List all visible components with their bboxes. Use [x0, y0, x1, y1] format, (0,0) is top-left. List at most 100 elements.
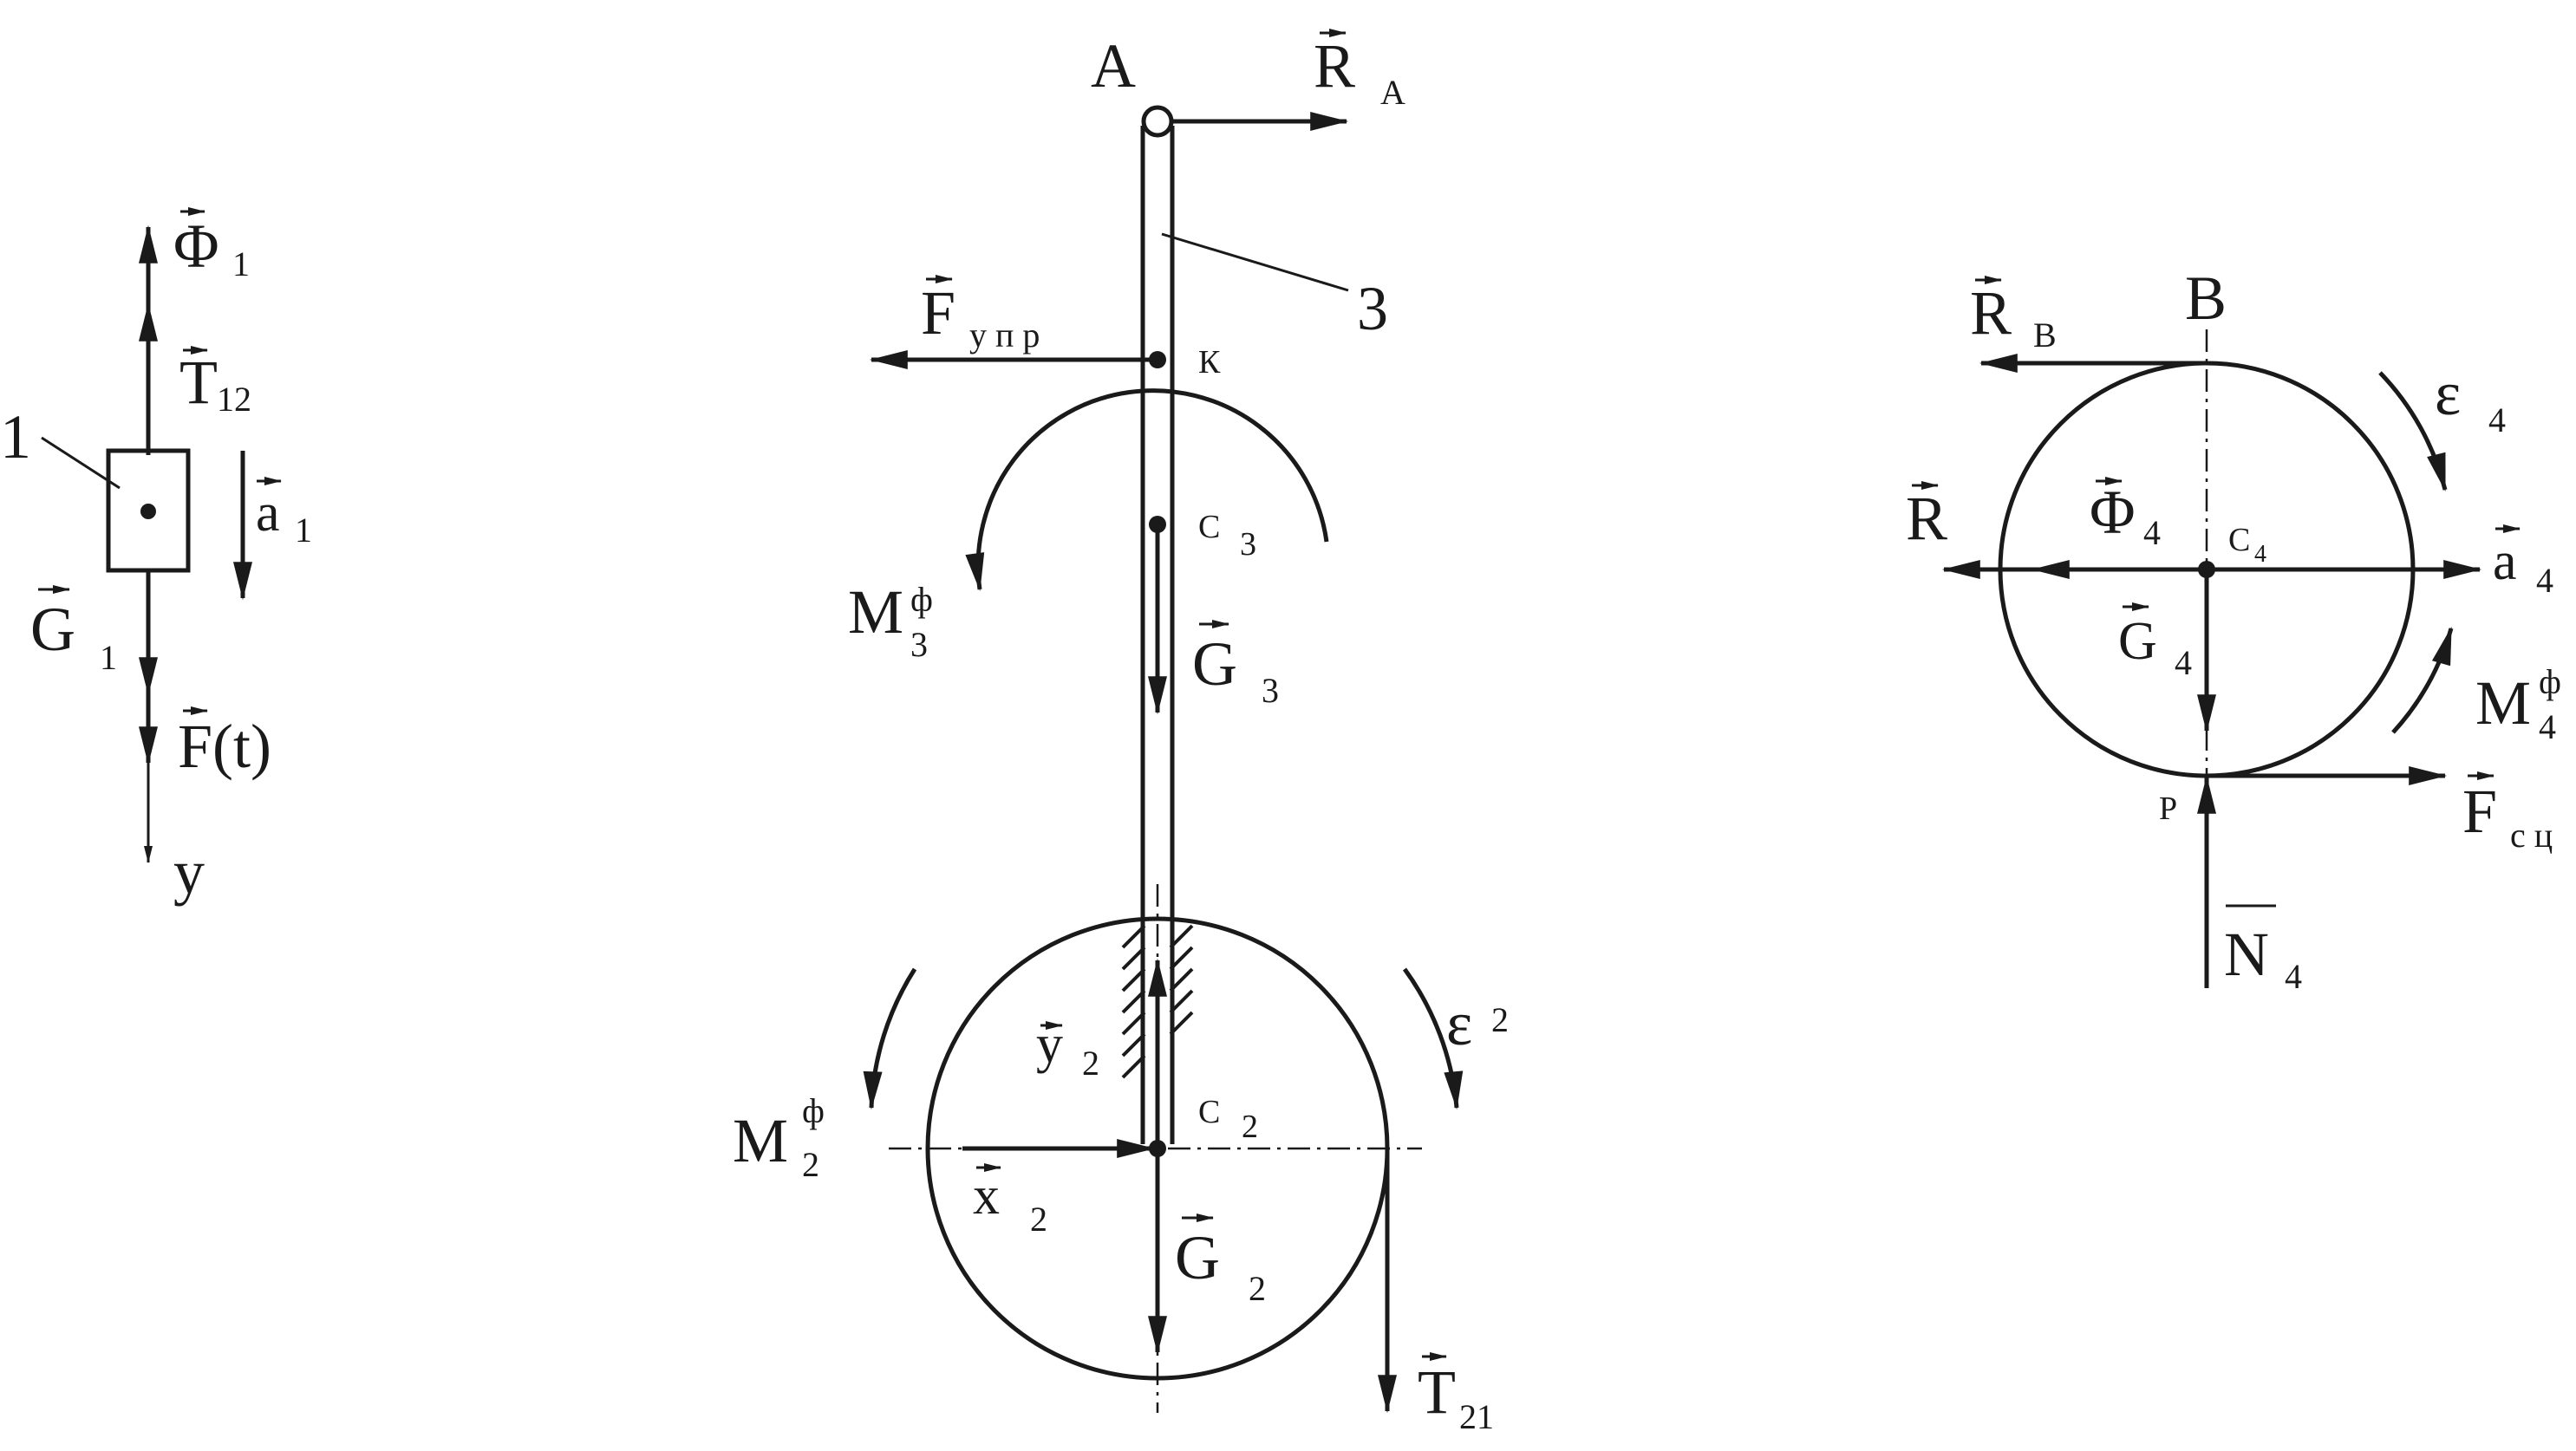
svg-text:ε: ε — [2435, 359, 2461, 428]
svg-text:4: 4 — [2539, 707, 2556, 746]
eps4-label: ε 4 — [2435, 359, 2506, 439]
svg-text:у п р: у п р — [969, 316, 1040, 355]
svg-text:T: T — [179, 348, 218, 417]
body-1-number: 1 — [0, 402, 31, 472]
body-2-disc-group: ε 2 M ф 2 y 2 C 2 x 2 G 2 T 21 — [733, 884, 1509, 1436]
fupr-label: F у п р — [921, 275, 1040, 355]
svg-text:2: 2 — [1030, 1200, 1047, 1239]
svg-text:Φ: Φ — [173, 211, 219, 281]
block-1-center-point — [140, 504, 156, 519]
svg-text:F: F — [2462, 777, 2497, 846]
t21-label: T 21 — [1418, 1352, 1494, 1436]
svg-text:G: G — [1192, 629, 1237, 699]
body-3-rod-group: A R A 3 F у п р К C 3 M ф 3 G 3 — [848, 29, 1405, 1144]
svg-text:4: 4 — [2488, 400, 2506, 439]
svg-text:Φ: Φ — [2090, 478, 2136, 547]
svg-text:4: 4 — [2536, 561, 2553, 600]
ft-label: F(t) — [178, 706, 271, 781]
slider-guide-hatching — [1121, 924, 1194, 1079]
svg-text:B: B — [2033, 316, 2057, 355]
svg-text:с ц: с ц — [2510, 816, 2553, 855]
svg-text:a: a — [2493, 532, 2517, 591]
svg-text:G: G — [1175, 1223, 1220, 1292]
svg-text:G: G — [2118, 612, 2157, 671]
pin-a — [1141, 105, 1174, 138]
point-p-label: P — [2159, 791, 2177, 827]
y-axis-label: y — [173, 837, 205, 907]
svg-text:3: 3 — [1262, 671, 1279, 710]
svg-text:4: 4 — [2143, 513, 2161, 552]
phi4-label: Φ 4 — [2090, 477, 2161, 552]
m2-label: M ф 2 — [733, 1091, 825, 1184]
phi1-label: Φ 1 — [173, 207, 250, 283]
fsc-label: F с ц — [2462, 771, 2553, 855]
point-k-label: К — [1198, 344, 1221, 381]
svg-text:C: C — [1198, 1094, 1220, 1130]
rod-3-number: 3 — [1357, 274, 1388, 343]
g1-label: G 1 — [30, 585, 117, 677]
svg-text:G: G — [30, 595, 75, 664]
eps2-label: ε 2 — [1446, 989, 1509, 1058]
svg-text:R: R — [1314, 31, 1355, 101]
x2-label: x 2 — [973, 1163, 1047, 1239]
r-label: R — [1906, 481, 1947, 553]
g3-label: G 3 — [1192, 620, 1279, 710]
rod-3-leader-line — [1161, 232, 1349, 292]
svg-text:F: F — [921, 278, 955, 348]
block-1-leader-line — [41, 436, 121, 490]
svg-text:3: 3 — [910, 625, 928, 664]
svg-text:4: 4 — [2175, 643, 2192, 682]
svg-text:x: x — [973, 1167, 1000, 1226]
svg-text:N: N — [2224, 920, 2269, 989]
svg-text:ф: ф — [910, 580, 933, 619]
c2-label: C 2 — [1198, 1094, 1258, 1145]
m3-label: M ф 3 — [848, 577, 933, 664]
ra-label: R A — [1314, 29, 1405, 112]
c4-label: C 4 — [2228, 522, 2266, 568]
svg-text:2: 2 — [802, 1145, 819, 1184]
t12-label: T 12 — [179, 346, 251, 419]
svg-text:ε: ε — [1446, 989, 1472, 1058]
c3-label: C 3 — [1198, 509, 1256, 563]
svg-text:C: C — [2228, 522, 2250, 558]
m4-label: M ф 4 — [2475, 662, 2561, 746]
svg-text:2: 2 — [1242, 1109, 1258, 1145]
svg-text:4: 4 — [2285, 957, 2302, 996]
body-4-wheel-group: B R B ε 4 R Φ 4 C 4 a 4 G 4 — [1906, 264, 2561, 996]
m2-moment-arc — [863, 967, 917, 1110]
g2-label: G 2 — [1175, 1214, 1266, 1308]
n4-label: N 4 — [2224, 904, 2302, 996]
svg-text:2: 2 — [1249, 1269, 1266, 1308]
svg-text:2: 2 — [1491, 1000, 1509, 1039]
svg-text:ф: ф — [802, 1091, 825, 1130]
svg-text:2: 2 — [1082, 1044, 1099, 1083]
svg-text:A: A — [1380, 73, 1405, 112]
svg-text:M: M — [848, 577, 903, 647]
svg-text:R: R — [1906, 484, 1947, 553]
svg-text:M: M — [733, 1106, 788, 1175]
svg-text:R: R — [1970, 278, 2012, 348]
point-a-label: A — [1091, 31, 1136, 101]
a4-label: a 4 — [2493, 524, 2553, 600]
svg-text:y: y — [1036, 1015, 1063, 1074]
svg-text:a: a — [256, 484, 280, 543]
svg-text:12: 12 — [217, 380, 251, 419]
svg-text:21: 21 — [1459, 1397, 1494, 1436]
svg-text:M: M — [2475, 668, 2531, 738]
svg-text:ф: ф — [2539, 662, 2561, 701]
a1-label: a 1 — [256, 477, 312, 550]
eps4-arc — [2378, 371, 2448, 492]
svg-text:1: 1 — [232, 244, 250, 283]
y2-label: y 2 — [1036, 1015, 1099, 1083]
svg-text:4: 4 — [2254, 541, 2266, 568]
body-1-block-group: 1 Φ 1 T 12 a 1 G 1 F(t) y — [0, 207, 312, 907]
m3-moment-arc — [965, 388, 1329, 592]
g4-label: G 4 — [2118, 602, 2192, 682]
point-k — [1149, 351, 1166, 368]
svg-text:T: T — [1418, 1357, 1456, 1427]
eps2-arc — [1402, 967, 1464, 1110]
m4-moment-arc — [2391, 626, 2454, 734]
svg-text:3: 3 — [1240, 526, 1256, 563]
svg-text:1: 1 — [295, 511, 312, 550]
